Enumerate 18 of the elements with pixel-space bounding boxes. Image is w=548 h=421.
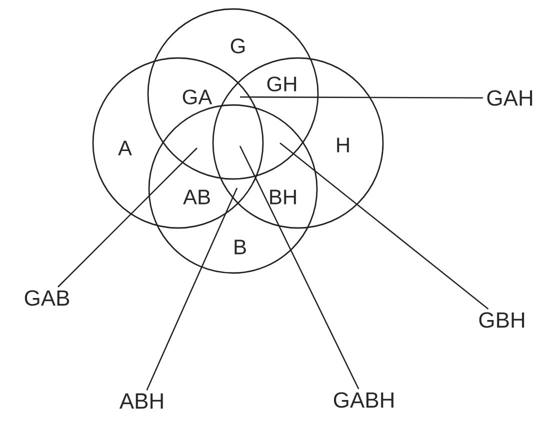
set-label: GABH bbox=[334, 392, 394, 408]
leader-line bbox=[240, 96, 483, 99]
leader-line bbox=[146, 188, 238, 390]
set-label: GAB bbox=[24, 290, 70, 306]
region-label: GH bbox=[267, 76, 296, 92]
region-label: GA bbox=[182, 90, 212, 104]
region-label: A bbox=[118, 140, 132, 156]
region-label: B bbox=[234, 240, 246, 254]
set-label: GAH bbox=[487, 90, 532, 106]
region-label: H bbox=[337, 138, 349, 152]
leader-line bbox=[239, 146, 360, 390]
leader-line bbox=[58, 148, 198, 288]
region-label: BH bbox=[270, 190, 296, 204]
leader-line bbox=[280, 142, 489, 310]
set-label: ABH bbox=[119, 393, 163, 409]
set-label: GBH bbox=[479, 312, 524, 328]
region-label: G bbox=[230, 38, 245, 54]
region-label: AB bbox=[183, 190, 210, 204]
